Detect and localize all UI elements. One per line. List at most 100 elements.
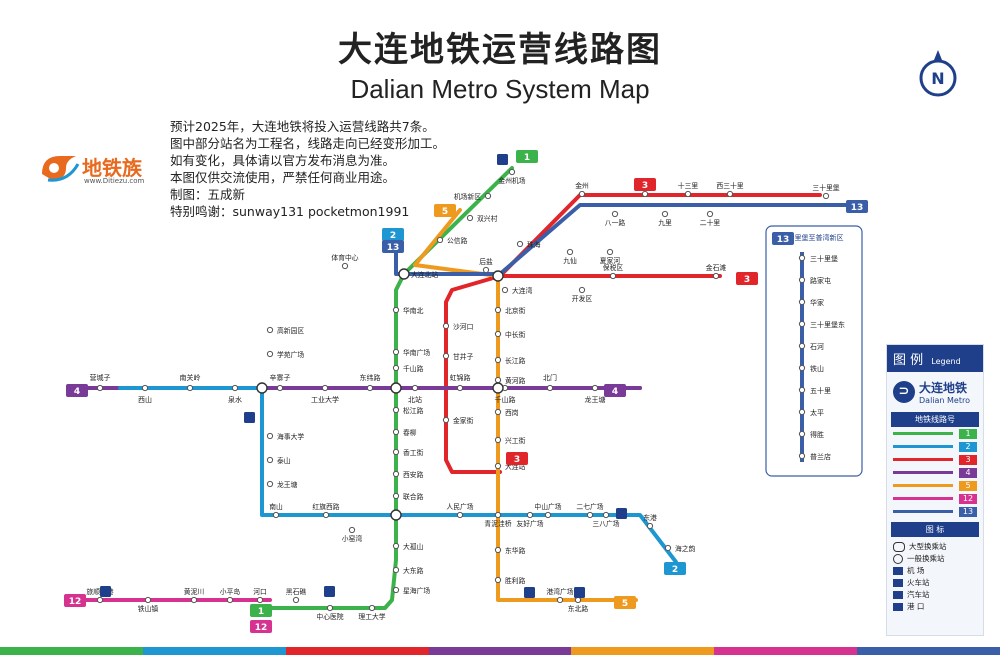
station-dot: [231, 384, 239, 392]
station-dot: [798, 254, 806, 262]
route-line-l3: [444, 193, 822, 474]
station-dot: [544, 511, 552, 519]
legend-line-number: 4: [959, 467, 977, 478]
station-label: 公信路: [447, 236, 468, 245]
station-label: 星海广场: [403, 586, 430, 595]
station-dot: [494, 408, 502, 416]
station-dot: [664, 544, 672, 552]
station-dot: [591, 384, 599, 392]
station-label: 金家街: [453, 416, 474, 425]
legend-icon-item: 一般换乘站: [893, 553, 977, 565]
map-title-en: Dalian Metro System Map: [350, 74, 650, 104]
station-dot: [712, 272, 720, 280]
station-dot: [266, 480, 274, 488]
station-dot: [392, 542, 400, 550]
station-label: 东华路: [505, 546, 526, 555]
station-label: 虹锦路: [450, 373, 471, 382]
station-label: 北站: [408, 395, 422, 404]
station-label: 西岗: [505, 409, 519, 417]
station-dot: [392, 348, 400, 356]
station-dot: [266, 326, 274, 334]
legend-line-number: 3: [959, 454, 977, 465]
line-badge-number: 4: [612, 387, 618, 397]
map-title: 大连地铁运营线路图: [338, 30, 662, 70]
legend-line-number: 13: [959, 506, 977, 517]
station-dot: [822, 192, 830, 200]
station-dot: [586, 511, 594, 519]
legend-line-row: 2: [887, 440, 983, 453]
legend-icon-item: 火车站: [893, 577, 977, 589]
footer-color-segment: [571, 647, 715, 655]
station-label: 北京街: [505, 306, 526, 315]
station-label: 西安路: [403, 470, 424, 479]
station-label: 铁山镇: [138, 604, 159, 613]
station-label: 大连湾: [512, 286, 533, 295]
station-dot: [798, 452, 806, 460]
line-5-badge: 5: [614, 596, 636, 609]
line-badge-box: [434, 204, 456, 217]
station-dot: [726, 190, 734, 198]
line-13-badge: 13: [382, 240, 404, 253]
station-label: 北门: [543, 373, 557, 382]
transfer-station-dot: [390, 382, 402, 394]
note-line: 制图：五成新: [170, 187, 246, 202]
transfer-station-dot: [492, 382, 504, 394]
metro-logo-icon: ⊃: [893, 381, 915, 403]
station-dot: [456, 511, 464, 519]
station-dot: [494, 376, 502, 384]
legend-line-swatch: [893, 458, 953, 461]
station-label: 二十里: [700, 218, 721, 227]
line-badge-box: [382, 240, 404, 253]
station-label: 大连北站: [411, 270, 438, 279]
line-badge-number: 12: [69, 597, 82, 607]
legend-line-row: 1: [887, 427, 983, 440]
station-dot: [494, 511, 502, 519]
station-label: 南山: [269, 502, 283, 511]
station-label: 华南广场: [403, 348, 430, 357]
line-badge-box: [614, 596, 636, 609]
line-badge-box: [772, 232, 794, 245]
station-dot: [609, 272, 617, 280]
station-dot: [276, 384, 284, 392]
station-dot: [392, 492, 400, 500]
legend-line-swatch: [893, 471, 953, 474]
line-badge-number: 12: [255, 623, 268, 633]
station-label: 开发区: [572, 294, 593, 303]
station-dot: [798, 298, 806, 306]
legend-header: 图 例 Legend: [887, 345, 983, 372]
legend-lines-header: 地铁线路号: [891, 412, 979, 427]
station-label: 得胜: [810, 430, 824, 439]
station-dot: [556, 596, 564, 604]
line-badge-number: 2: [390, 231, 396, 241]
line-badge-number: 3: [514, 455, 520, 465]
station-label: 太平: [810, 408, 824, 417]
station-label: 双兴村: [477, 214, 498, 223]
station-label: 松江路: [403, 406, 424, 415]
station-label: 春柳: [403, 428, 417, 437]
station-label: 三十里堡: [810, 254, 838, 263]
line-13-badge: 13: [846, 200, 868, 213]
station-label: 中长街: [505, 330, 526, 339]
station-label: 大孤山: [403, 542, 424, 551]
station-layer: 三十里堡路家屯华家三十里堡东石河铁山五十里太平得胜普兰店营城子西山南关岭泉水辛寨…: [86, 168, 845, 621]
legend-line-row: 4: [887, 466, 983, 479]
station-dot: [366, 384, 374, 392]
compass-label: N: [931, 69, 944, 88]
port-icon: [616, 508, 627, 519]
station-dot: [494, 436, 502, 444]
notes: 预计2025年，大连地铁将投入运营线路共7条。 图中部分站名为工程名，线路走向已…: [170, 118, 445, 220]
station-dot: [226, 596, 234, 604]
footer-color-segment: [714, 647, 858, 655]
station-dot: [501, 286, 509, 294]
legend-line-row: 13: [887, 505, 983, 518]
legend-icon-label: 汽车站: [907, 590, 930, 599]
station-dot: [706, 210, 714, 218]
station-label: 金石滩: [706, 263, 727, 272]
transfer-icon: [893, 554, 903, 564]
station-label: 东北路: [568, 604, 589, 613]
station-dot: [494, 546, 502, 554]
line-4-badge: 4: [604, 384, 626, 397]
port-icon: [893, 603, 903, 611]
station-label: 华家: [810, 298, 824, 307]
